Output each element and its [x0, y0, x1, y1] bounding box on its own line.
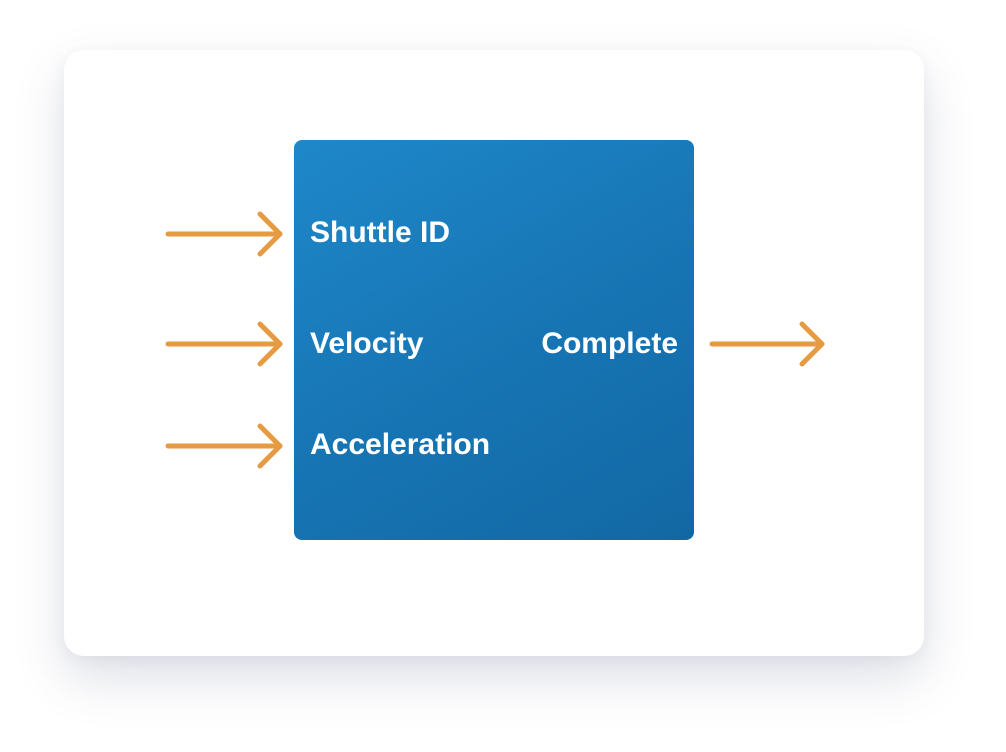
function-block [294, 140, 694, 540]
input-label-shuttle-id: Shuttle ID [310, 216, 450, 249]
input-arrow-velocity [165, 321, 283, 367]
input-label-acceleration: Acceleration [310, 428, 491, 461]
output-arrow-complete [709, 321, 825, 367]
input-arrow-shuttle-id [165, 211, 283, 257]
input-arrow-acceleration [165, 423, 283, 469]
output-label-complete: Complete [541, 327, 678, 360]
input-label-velocity: Velocity [310, 327, 424, 360]
